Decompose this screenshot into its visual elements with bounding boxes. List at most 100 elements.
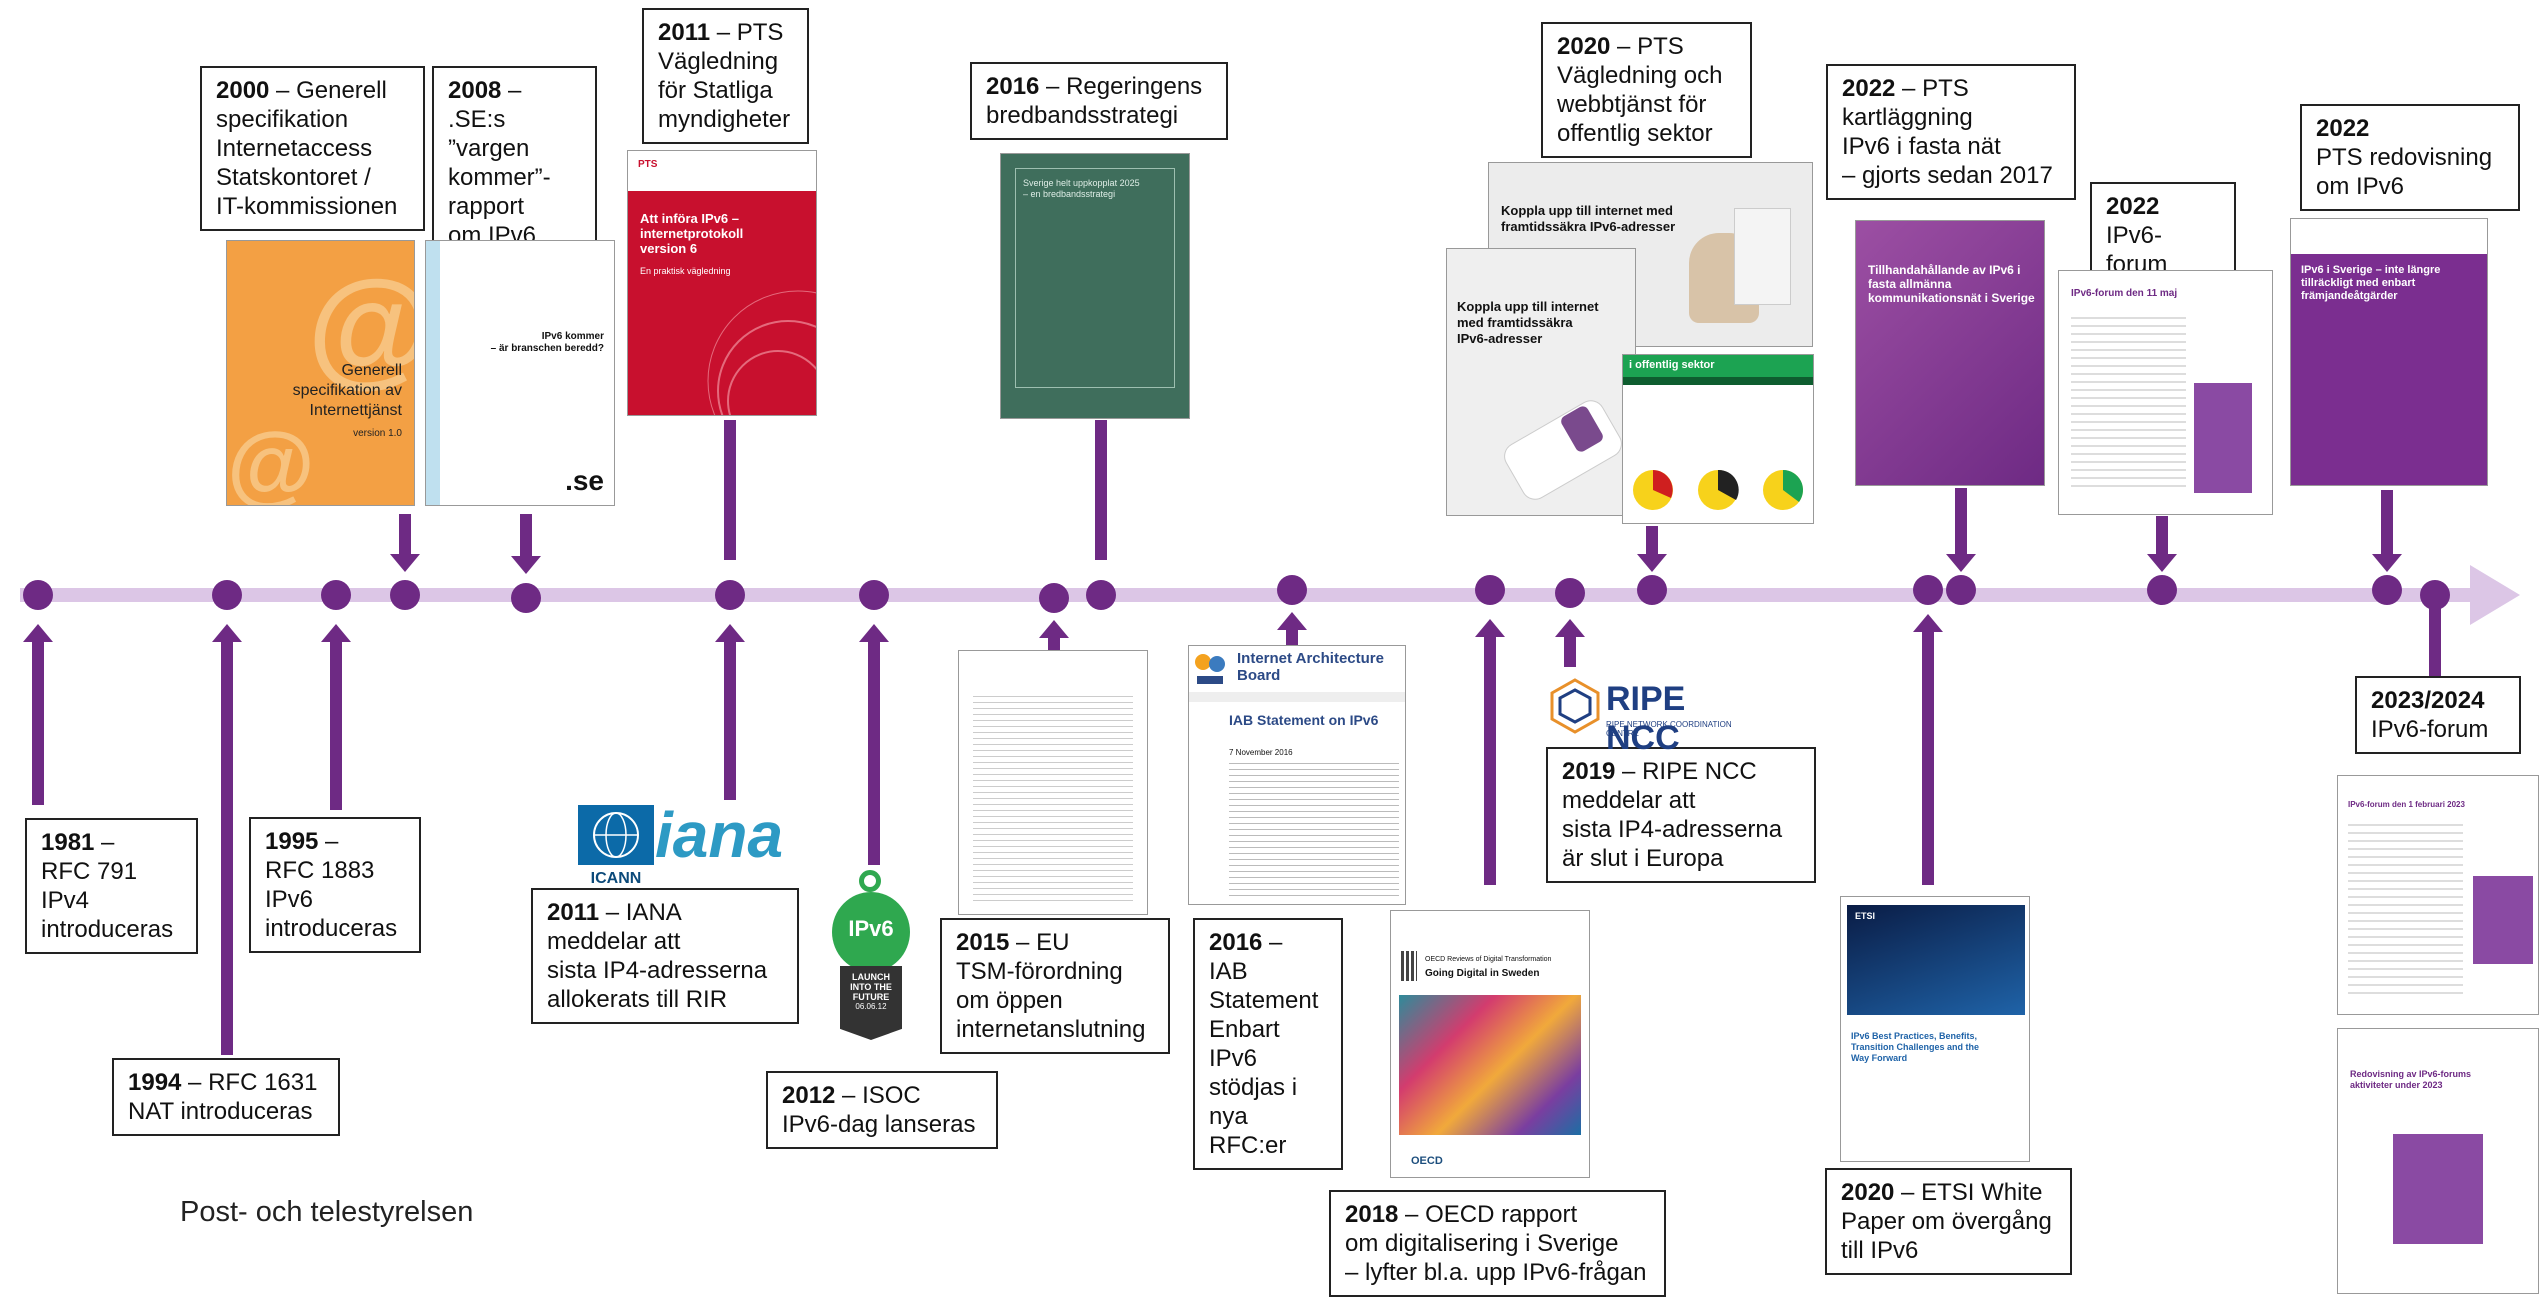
- thumb-pts-2020-b: Koppla upp till internet med framtidssäk…: [1446, 248, 1636, 516]
- thumb-title: Tillhandahållande av IPv6 i fasta allmän…: [1868, 263, 2035, 305]
- event-2020b: 2020 – ETSI White Paper om övergång till…: [1825, 1168, 2072, 1275]
- timeline-dot-2000: [390, 580, 420, 610]
- connector-1995: [330, 640, 342, 810]
- arrow-down-icon: [1946, 554, 1976, 572]
- connector-2022a: [1955, 488, 1967, 558]
- event-text: – IANA meddelar att sista IP4-adresserna…: [547, 899, 768, 1013]
- event-text: – Regeringens bredbandsstrategi: [986, 73, 1203, 129]
- connector-2008: [520, 514, 532, 558]
- timeline-dot-1981: [23, 580, 53, 610]
- pie-charts-graphic: [1633, 469, 1803, 510]
- event-year: 2019: [1562, 758, 1616, 785]
- thumb-header-bar: i offentlig sektor: [1623, 355, 1813, 377]
- thumb-title: Koppla upp till internet med framtidssäk…: [1457, 299, 1599, 346]
- thumb-bredbandsstrategi: Sverige helt uppkopplat 2025 – en bredba…: [1000, 153, 1190, 419]
- arrow-down-icon: [2147, 554, 2177, 572]
- arrow-up-icon: [1277, 612, 1307, 630]
- arrow-up-icon: [23, 624, 53, 642]
- event-text: – ISOC IPv6-dag lanseras: [782, 1082, 976, 1138]
- event-year: 2012: [782, 1082, 836, 1109]
- at-sign-icon: @: [227, 415, 315, 506]
- thumb-subtitle: En praktisk vägledning: [640, 266, 731, 276]
- thumb-generell-specifikation: @ @ Generell specifikation av Internettj…: [226, 240, 415, 506]
- thumb-title: i offentlig sektor: [1629, 359, 1715, 371]
- connector-2022b: [2156, 516, 2168, 558]
- timeline-dot-2022b: [2147, 575, 2177, 605]
- pts-logo: PTS: [638, 159, 658, 170]
- connector-2016a: [1095, 420, 1107, 560]
- thumb-image: ETSI: [1847, 905, 2025, 1015]
- arrow-up-icon: [859, 624, 889, 642]
- ripe-sub: RIPE NETWORK COORDINATION CENTRE: [1606, 720, 1732, 738]
- iab-logo-icon: [1195, 654, 1225, 684]
- timeline-dot-2008: [511, 583, 541, 613]
- thumb-pts-vagledning: PTS Att införa IPv6 – internetprotokoll …: [627, 150, 817, 416]
- timeline-dot-2019: [1555, 578, 1585, 608]
- timeline-dot-2020b: [1913, 575, 1943, 605]
- badge-launch: LAUNCH INTO THE FUTURE: [850, 972, 892, 1002]
- page-title-fragment: [520, 0, 539, 40]
- thumb-red-panel: Att införa IPv6 – internetprotokoll vers…: [628, 191, 816, 415]
- event-1995: 1995 – RFC 1883 IPv6 introduceras: [249, 817, 421, 953]
- event-year: 2011: [547, 899, 600, 926]
- connector-2011a: [724, 420, 736, 560]
- thumb-title: Going Digital in Sweden: [1425, 968, 1540, 979]
- event-year: 2000: [216, 77, 270, 104]
- event-year: 2018: [1345, 1201, 1399, 1228]
- event-text: – PTS kartläggning IPv6 i fasta nät – gj…: [1842, 75, 2053, 189]
- event-text: – PTS Vägledning för Statliga myndighete…: [658, 19, 791, 133]
- arrow-up-icon: [1913, 614, 1943, 632]
- thumb-text-lines: [2071, 311, 2186, 491]
- timeline-dot-2016a: [1086, 580, 1116, 610]
- event-year: 2015: [956, 929, 1010, 956]
- thumb-ipv6-forum-2023-b: Redovisning av IPv6-forums aktiviteter u…: [2337, 1028, 2539, 1294]
- event-2018: 2018 – OECD rapport om digitalisering i …: [1329, 1190, 1666, 1297]
- thumb-title: IAB Statement on IPv6: [1229, 712, 1379, 728]
- thumb-image: [2194, 383, 2252, 493]
- thumb-image: [2393, 1134, 2483, 1244]
- event-text: – RFC 1883 IPv6 introduceras: [265, 828, 398, 942]
- event-text: PTS redovisning om IPv6: [2316, 144, 2493, 200]
- connector-2011b: [724, 640, 736, 800]
- thumb-inner-frame: [1015, 168, 1175, 388]
- event-2011a: 2011 – PTS Vägledning för Statliga myndi…: [642, 8, 809, 144]
- event-year: 2022: [2316, 115, 2370, 142]
- arrow-down-icon: [1637, 554, 1667, 572]
- badge-dark: LAUNCH INTO THE FUTURE 06.06.12: [840, 966, 902, 1040]
- icann-logo: ICANN: [578, 805, 654, 887]
- timeline-dot-2020a: [1637, 575, 1667, 605]
- arrow-down-icon: [511, 556, 541, 574]
- timeline-dot-2012: [859, 580, 889, 610]
- event-text: – RFC 791 IPv4 introduceras: [41, 829, 174, 943]
- connector-1981: [32, 640, 44, 805]
- device-graphic: [1734, 208, 1791, 305]
- thumb-title: Redovisning av IPv6-forums aktiviteter u…: [2350, 1069, 2472, 1090]
- connector-2020a: [1646, 526, 1658, 558]
- footer-text: Post- och telestyrelsen: [180, 1196, 474, 1228]
- thumb-title: IPv6-forum den 11 maj: [2071, 288, 2178, 299]
- arrow-down-icon: [390, 554, 420, 572]
- event-1994: 1994 – RFC 1631 NAT introduceras: [112, 1058, 340, 1136]
- thumb-text-lines: [1229, 758, 1399, 898]
- ripe-name: RIPE NCC: [1606, 680, 1686, 757]
- event-text: – OECD rapport om digitalisering i Sveri…: [1345, 1201, 1647, 1286]
- thumb-oecd: OECD Reviews of Digital Transformation G…: [1390, 910, 1590, 1178]
- connector-2023: [2429, 605, 2441, 680]
- thumb-text-lines: [973, 691, 1133, 901]
- oecd-bars-icon: [1401, 951, 1417, 981]
- ripe-hex-icon: [1550, 678, 1600, 734]
- ripe-ncc-logo: RIPE NCC RIPE NETWORK COORDINATION CENTR…: [1548, 676, 1758, 757]
- event-year: 1981: [41, 829, 95, 856]
- thumb-title: Koppla upp till internet med framtidssäk…: [1501, 203, 1676, 234]
- thumb-pts-2022-kartlaggning: Tillhandahållande av IPv6 i fasta allmän…: [1855, 220, 2045, 486]
- arrow-down-icon: [2372, 554, 2402, 572]
- etsi-logo: ETSI: [1855, 911, 1876, 921]
- timeline-dot-1994: [212, 580, 242, 610]
- timeline-dot-2011a: [715, 580, 745, 610]
- timeline-dot-2016b: [1277, 575, 1307, 605]
- event-year: 2020: [1557, 33, 1611, 60]
- thumb-image: [1399, 995, 1581, 1135]
- globe-icon: [578, 805, 654, 865]
- connector-2018: [1484, 635, 1496, 885]
- iab-logo: [1191, 650, 1229, 688]
